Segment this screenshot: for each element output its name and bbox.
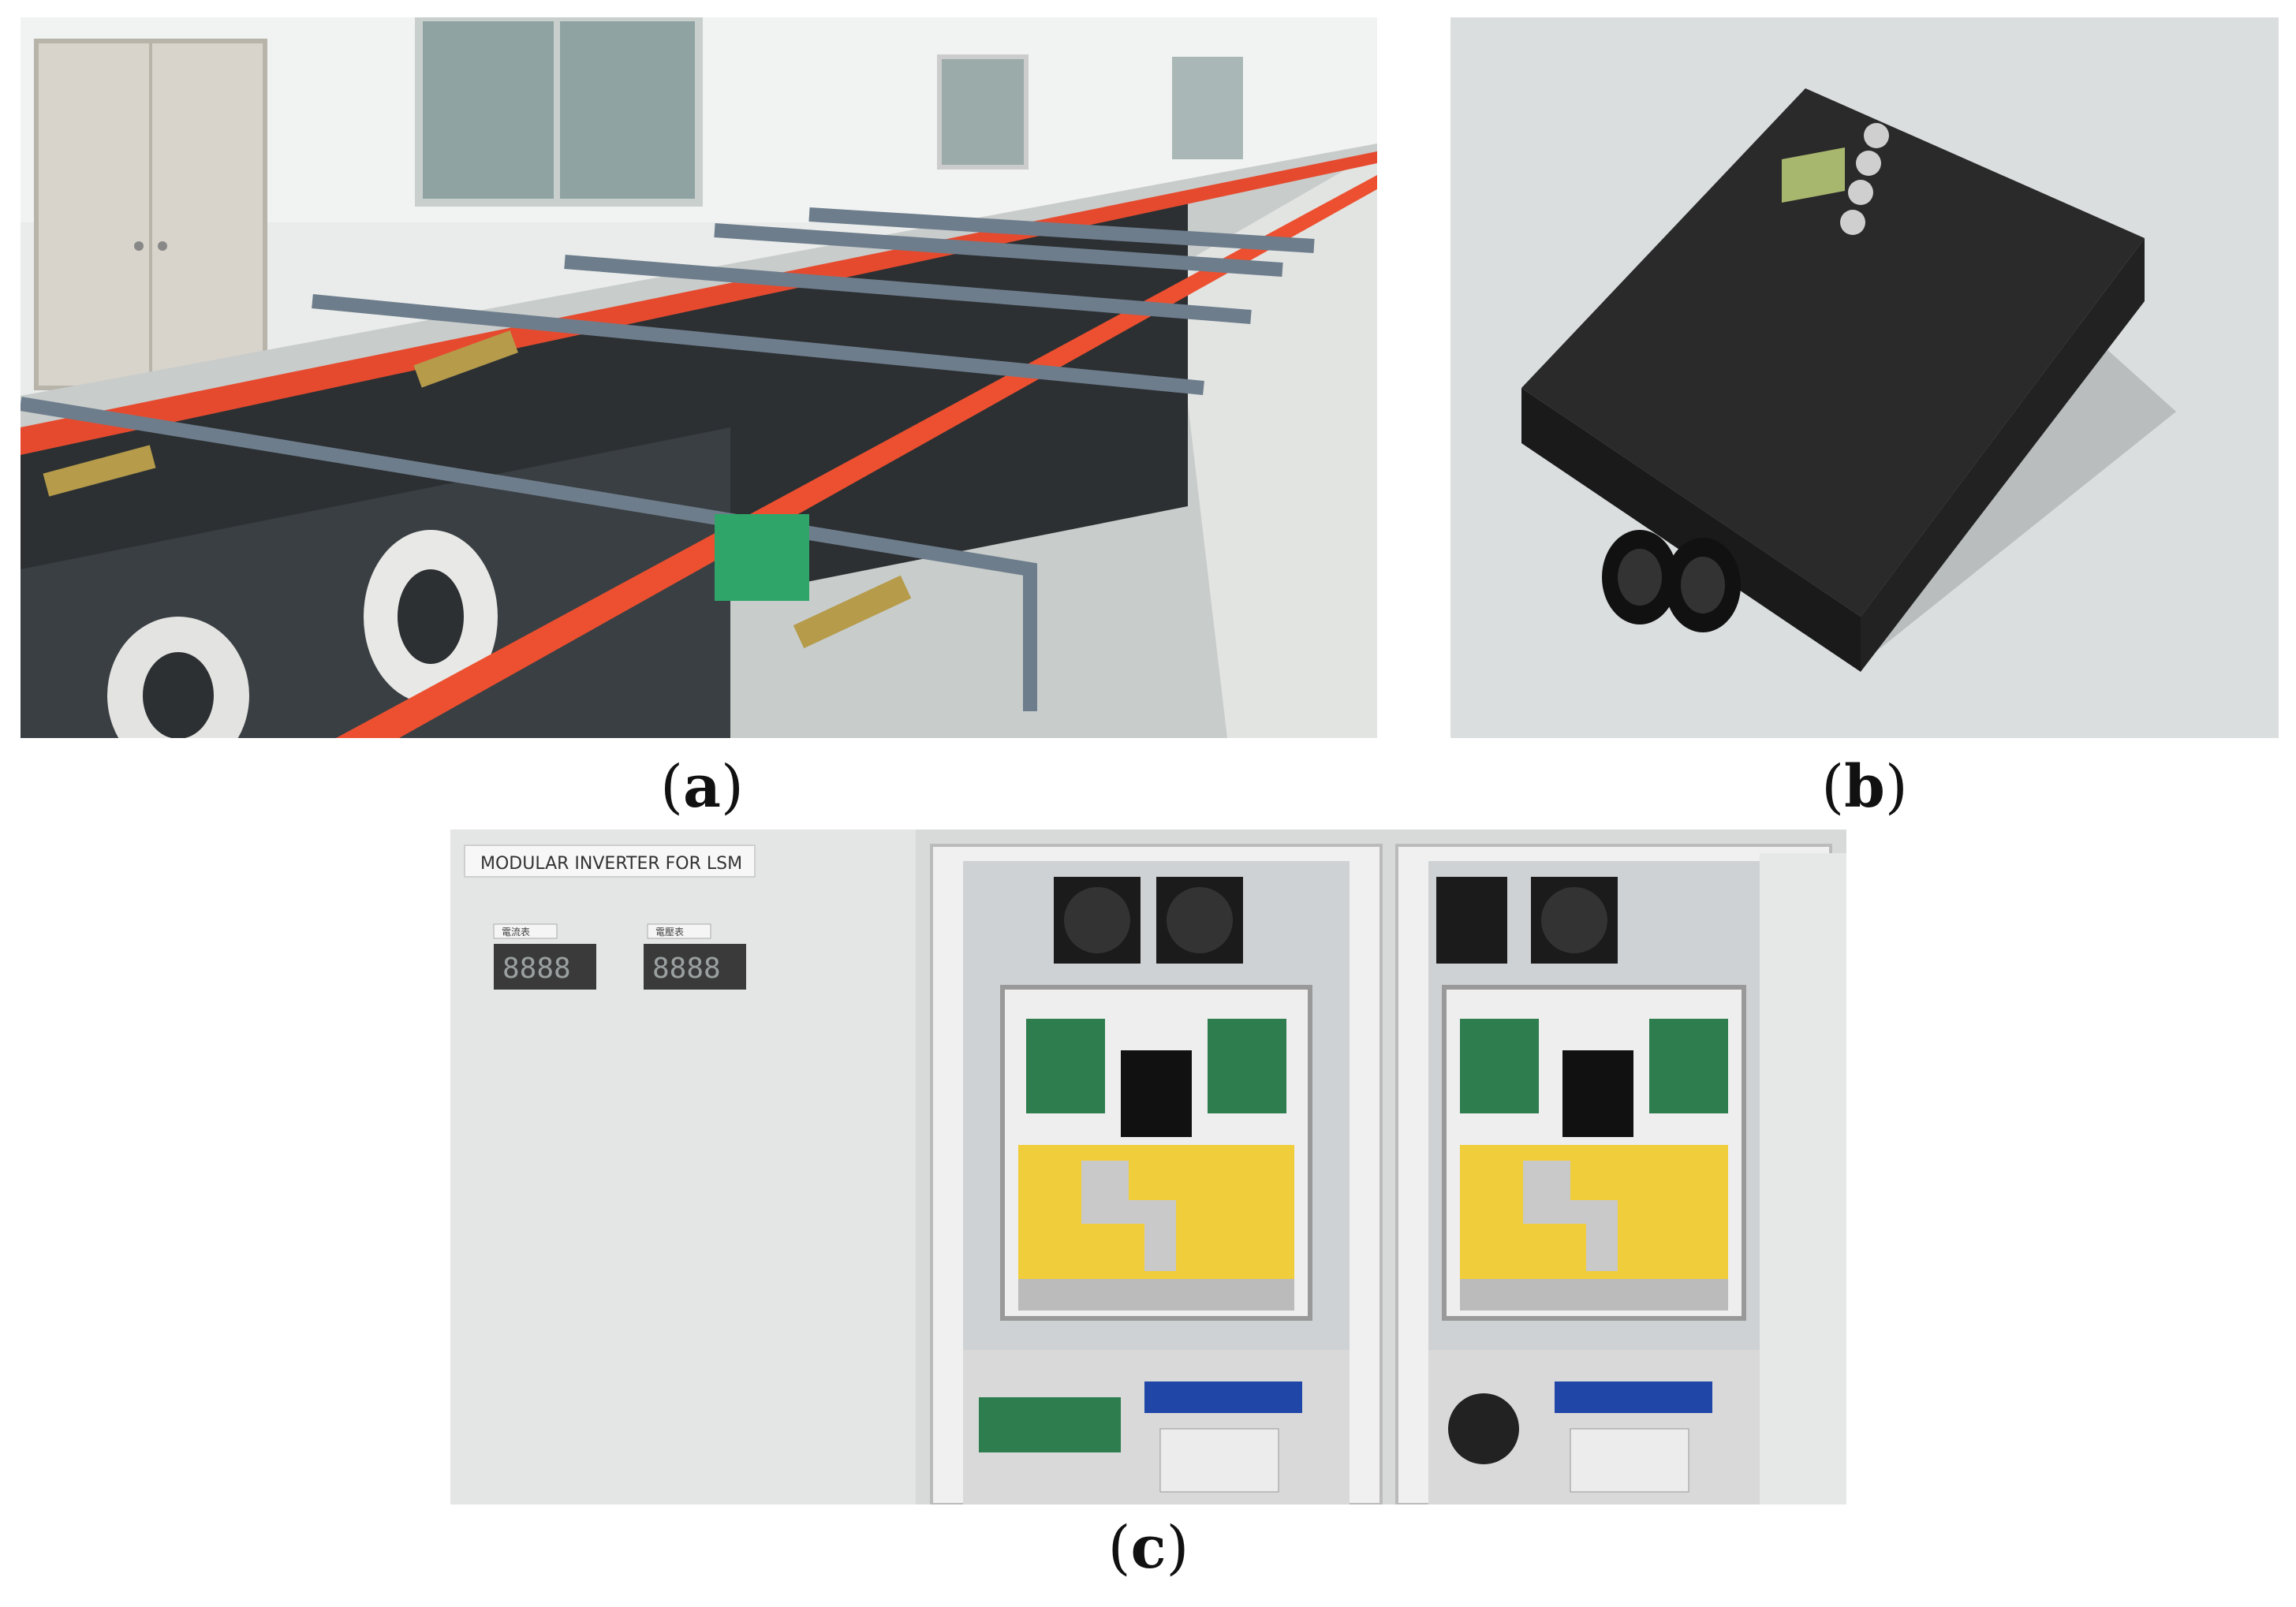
caption-c: (c) (1107, 1514, 1189, 1582)
meter-left-value: 8888 (502, 953, 571, 985)
photo-b-illustration (1450, 17, 2279, 738)
meter-left-tag: 電流表 (502, 927, 530, 938)
meter-right-value: 8888 (652, 953, 721, 985)
photo-c-inverter-cabinets: MODULAR INVERTER FOR LSM 電流表 電壓表 8888 88… (450, 830, 1846, 1504)
caption-b: (b) (1821, 753, 1908, 821)
meter-right-tag: 電壓表 (655, 927, 684, 938)
caption-c-letter: c (1130, 1514, 1167, 1582)
photo-a-illustration (21, 17, 1377, 738)
caption-a-letter: a (683, 753, 721, 821)
cabinet-label-plate (464, 845, 756, 878)
meter-right (644, 944, 746, 990)
photo-a-track (21, 17, 1377, 738)
photo-b-controller-box (1450, 17, 2279, 738)
cabinet-label: MODULAR INVERTER FOR LSM (480, 854, 742, 874)
meter-left (494, 944, 596, 990)
photo-c-illustration: MODULAR INVERTER FOR LSM 電流表 電壓表 8888 88… (450, 830, 1846, 1504)
caption-b-letter: b (1844, 753, 1885, 821)
caption-a: (a) (660, 753, 744, 821)
